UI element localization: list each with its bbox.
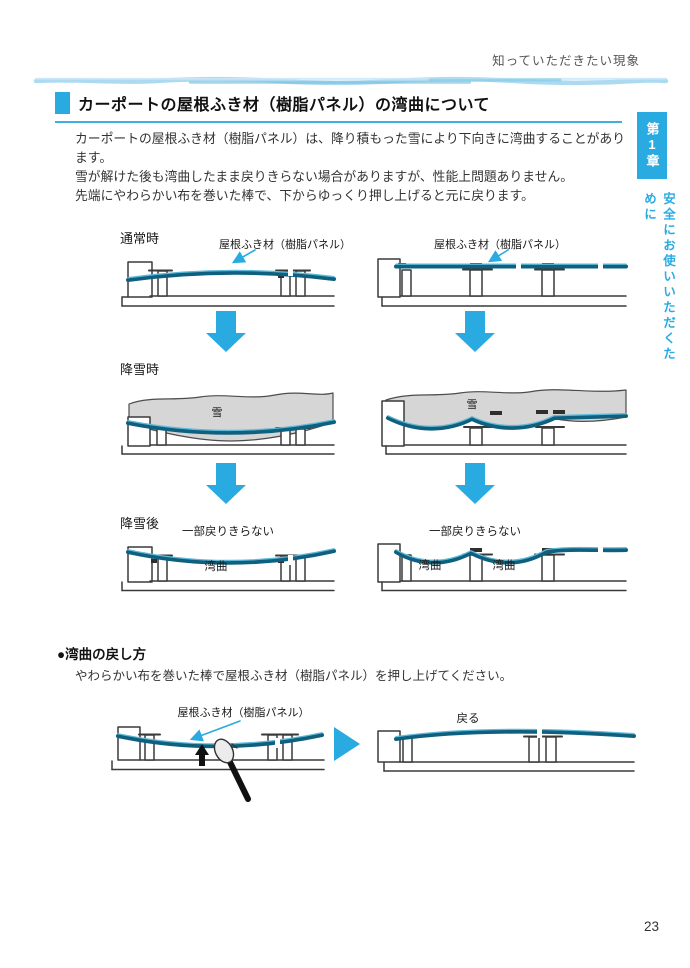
stage-label-after-snowfall: 降雪後 [120,516,160,531]
stage-label-snowfall: 降雪時 [120,362,160,377]
bend-label: 湾曲 [418,560,442,572]
return-label: 戻る [456,713,480,725]
fig-snow-left [121,392,336,455]
title-marker-square [55,92,70,114]
snow-label: 雪 [211,407,223,419]
section-title-block: カーポートの屋根ふき材（樹脂パネル）の湾曲について [55,91,622,123]
pole-with-cloth [213,738,251,802]
fig-restored-right [377,728,636,772]
page-number: 23 [643,919,659,934]
annotation-arrow [189,720,241,742]
not-fully-return-label: 一部戻りきらない [429,526,521,538]
right-arrow-icon [334,727,360,761]
not-fully-return-label: 一部戻りきらない [182,526,274,538]
decorative-wavy-rule [33,76,669,86]
fig-snow-right [381,389,628,455]
down-arrow-icon [206,463,246,504]
chapter-tab: 第1章 [637,112,667,179]
intro-line: 雪が解けた後も湾曲したまま戻りきらない場合がありますが、性能上問題ありません。 [75,169,574,184]
stage-label-normal: 通常時 [120,231,160,246]
chapter-name-vertical: 安全にお使いいただくために [642,192,675,363]
annotation-arrow [487,249,509,263]
annotation-arrow [231,249,256,264]
panel-label: 屋根ふき材（樹脂パネル） [219,239,351,251]
up-arrow-icon [195,744,209,766]
intro-paragraph: カーポートの屋根ふき材（樹脂パネル）は、降り積もった雪により下向きに湾曲すること… [75,129,627,205]
section-title: カーポートの屋根ふき材（樹脂パネル）の湾曲について [78,97,491,114]
panel-label: 屋根ふき材（樹脂パネル） [177,707,310,719]
fig-normal-left [121,261,336,307]
down-arrow-icon [455,311,495,352]
snow-label: 雪 [466,399,478,411]
down-arrow-icon [206,311,246,352]
fig-push-left [111,726,325,802]
howto-body: やわらかい布を巻いた棒で屋根ふき材（樹脂パネル）を押し上げてください。 [75,669,513,683]
intro-line: 先端にやわらかい布を巻いた棒で、下からゆっくり押し上げると元に戻ります。 [75,188,534,203]
howto-title: ●湾曲の戻し方 [57,647,147,662]
fig-normal-right [377,258,628,307]
down-arrow-icon [455,463,495,504]
panel-label: 屋根ふき材（樹脂パネル） [434,239,566,251]
bend-label: 湾曲 [492,560,516,572]
running-head: 知っていただきたい現象 [492,54,640,68]
fig-after-right [377,543,628,592]
fig-after-left [121,546,336,592]
intro-line: ます。 [75,150,113,165]
bend-label: 湾曲 [204,561,228,573]
intro-line: カーポートの屋根ふき材（樹脂パネル）は、降り積もった雪により下向きに湾曲すること… [75,131,626,146]
